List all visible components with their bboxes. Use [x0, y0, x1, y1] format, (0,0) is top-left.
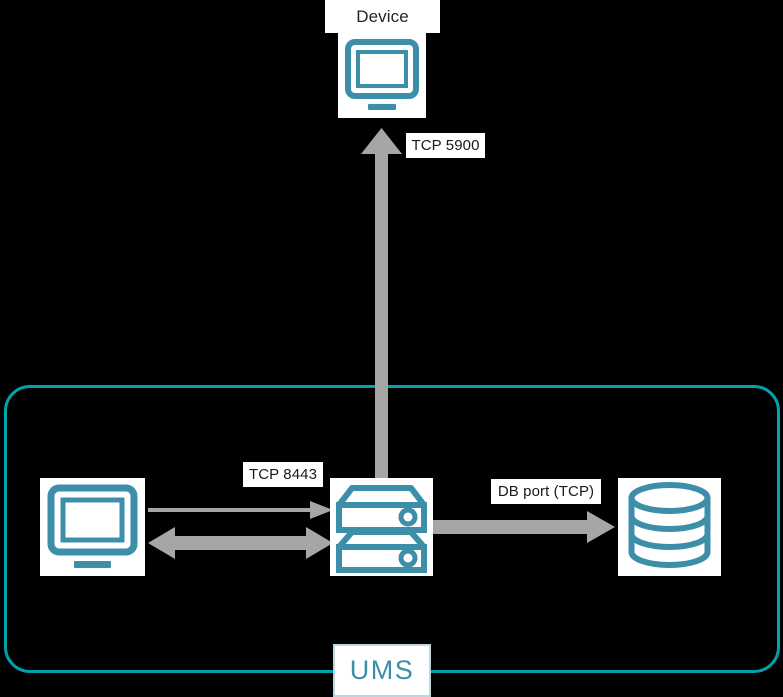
arrow-client-to-server-thin [148, 501, 333, 519]
device-icon-plate [338, 33, 426, 118]
device-label: Device [325, 0, 440, 33]
arrow-server-to-device [361, 128, 402, 478]
monitor-icon [47, 484, 138, 568]
monitor-icon [345, 39, 419, 110]
client-icon-plate [40, 478, 145, 576]
arrow-server-to-database [433, 511, 615, 543]
arrow-client-server-bidirectional [148, 527, 333, 559]
label-tcp-8443: TCP 8443 [243, 462, 323, 487]
label-tcp-5900: TCP 5900 [406, 133, 485, 158]
server-icon [336, 485, 427, 573]
database-icon [628, 482, 711, 568]
label-db-port: DB port (TCP) [491, 479, 601, 504]
ums-group-tag: UMS [333, 644, 431, 697]
